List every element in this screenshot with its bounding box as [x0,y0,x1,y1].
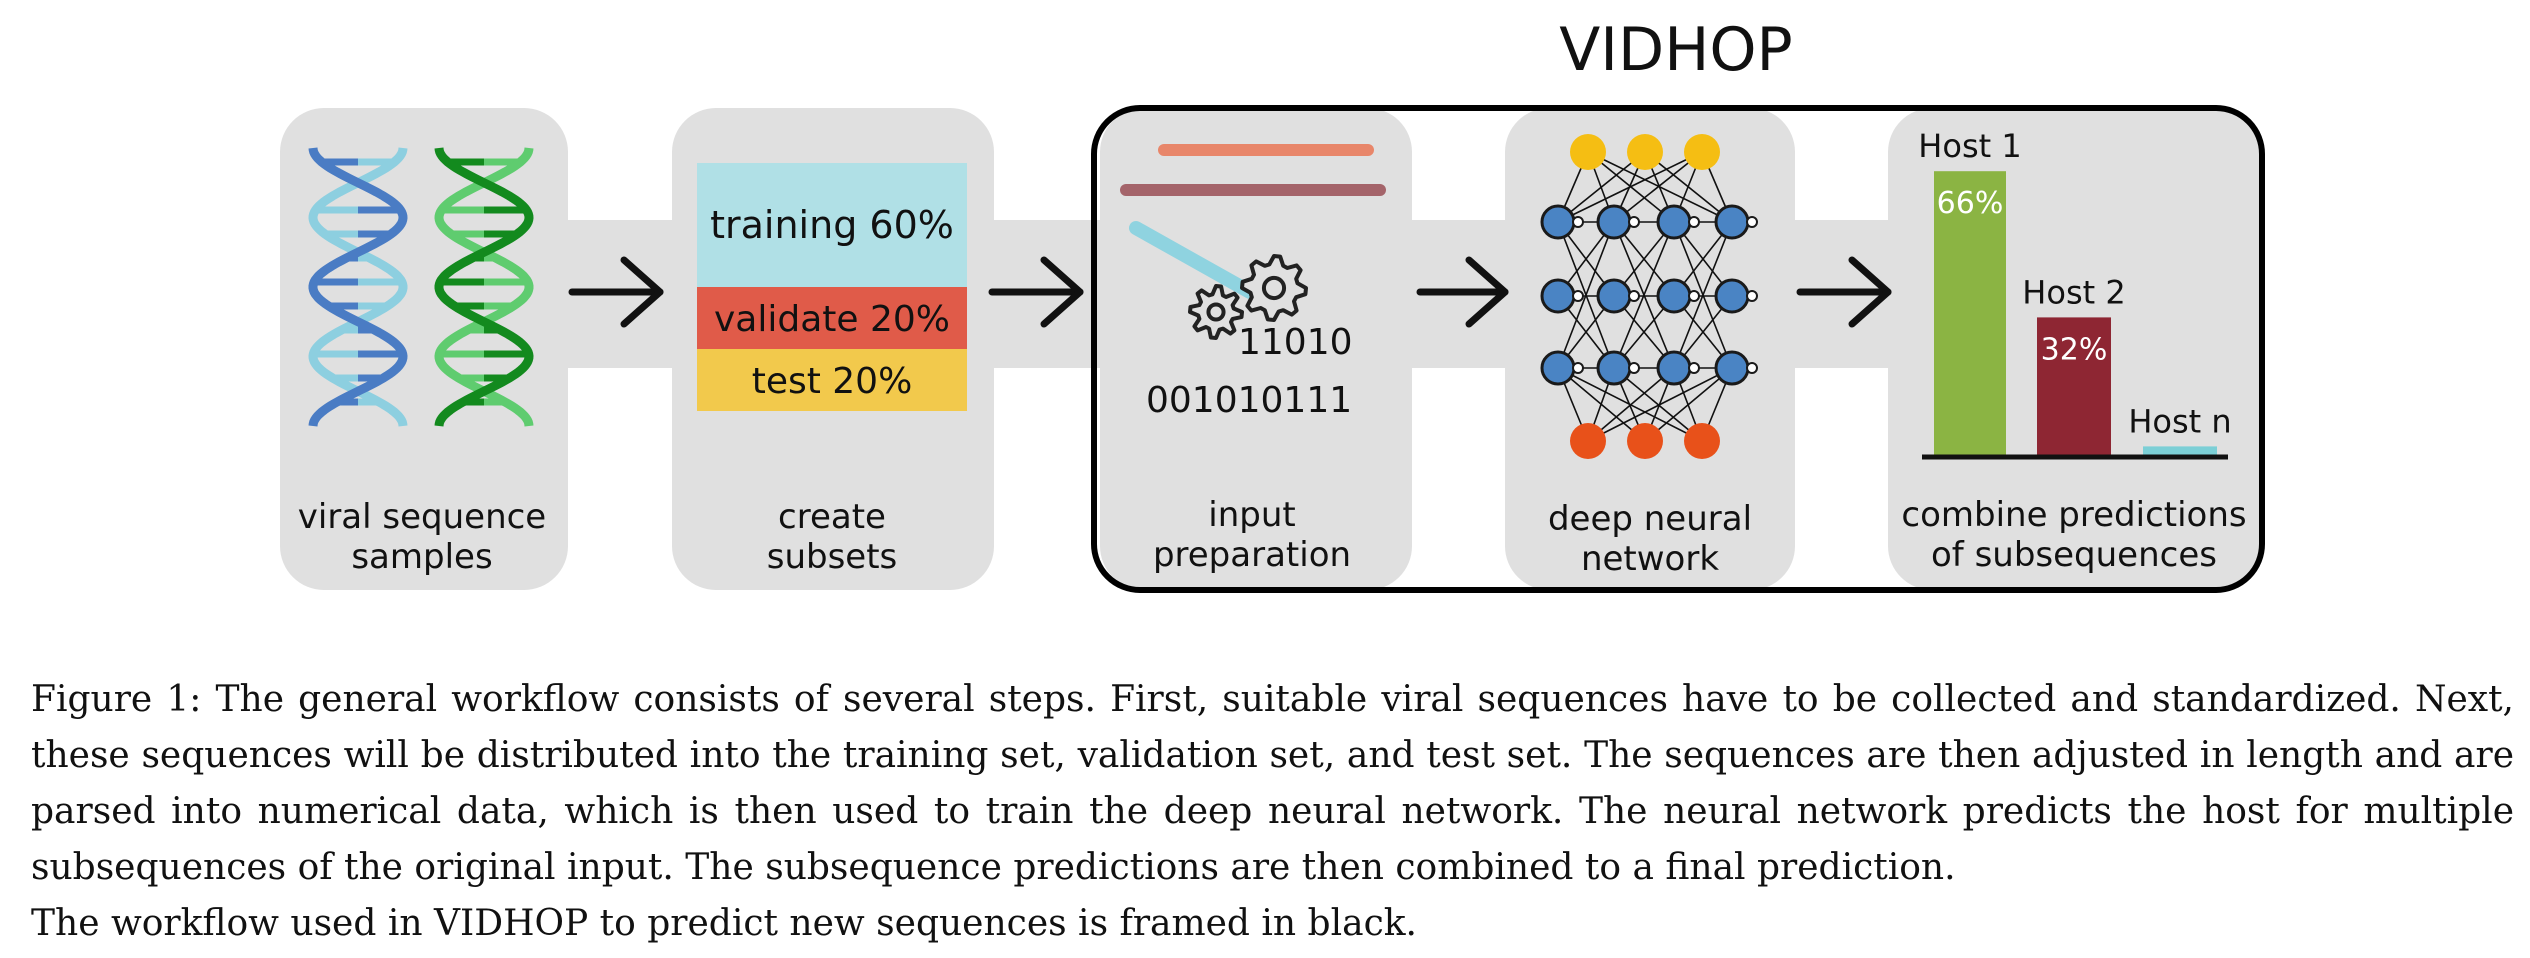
host-bar-3 [2143,446,2217,455]
hidden-neuron [1656,350,1692,386]
hidden-neuron [1656,278,1692,314]
split-label-2: test 20% [752,361,913,402]
label-create-subsets-2: subsets [767,537,898,577]
needle-icon [1129,221,1257,299]
connection [1613,367,1703,442]
connection [1673,221,1733,369]
caption-framed-note: The workflow used in VIDHOP to predict n… [31,903,1417,944]
helix-strand [434,147,534,427]
split-label-1: validate 20% [714,299,950,340]
neuron-bias [1688,216,1700,228]
host-value-1: 66% [1937,186,2004,221]
host-bar-2 [2037,317,2111,455]
host-bar-1 [1934,171,2006,455]
hidden-neuron [1596,350,1632,386]
hidden-neuron [1714,278,1750,314]
caption-paragraph: Figure 1: The general workflow consists … [31,679,2514,888]
neural-network-icon [1540,134,1758,459]
label-viral-samples-1: viral sequence [298,497,546,537]
host-value-2: 32% [2041,332,2108,367]
arrows [568,256,1892,328]
neuron-bias [1628,362,1640,374]
arrow-head [1848,256,1892,328]
gear-hole [1206,302,1226,322]
neuron-bias [1628,216,1640,228]
connection [1557,367,1646,442]
panel-input-preparation [1100,108,1412,590]
helix-strand [308,147,408,427]
label-create-subsets-1: create [778,497,886,537]
gear-hole [1261,275,1287,301]
label-input-preparation-1: input [1208,495,1295,535]
hidden-neuron [1596,204,1632,240]
host-prediction-bars: Host 1 66% Host 2 32% Host n [1918,127,2232,455]
input-neuron [1684,134,1720,170]
split-bar-1 [697,287,967,349]
hidden-neuron [1656,204,1692,240]
helix-strand [434,147,534,427]
arrow-head [1465,256,1509,328]
input-neuron [1627,134,1663,170]
arrow-head [620,256,664,328]
binary-line-2: 001010111 [1146,380,1352,421]
subset-split-bars: training 60% validate 20% test 20% [697,163,967,411]
split-bar-2 [697,349,967,411]
neuron-bias [1746,362,1758,374]
neuron-bias [1688,362,1700,374]
neuron-bias [1688,290,1700,302]
label-viral-samples-2: samples [351,537,492,577]
hidden-neuron [1540,278,1576,314]
label-input-preparation-2: preparation [1153,535,1351,575]
label-deep-network-2: network [1581,539,1719,579]
connection [1557,367,1703,442]
dna-helix-icon [308,147,534,427]
split-bar-0 [697,163,967,287]
hidden-neuron [1596,278,1632,314]
connection [1557,151,1646,223]
neuron-bias [1628,290,1640,302]
output-neuron [1684,423,1720,459]
connection [1613,221,1675,369]
workflow-figure: VIDHOP training 60%validate 20%test 20% … [280,15,2265,593]
hidden-neuron [1714,204,1750,240]
connection [1557,221,1615,369]
binary-line-1: 11010 [1238,322,1353,363]
label-combine-2: of subsequences [1931,535,2217,575]
input-neuron [1570,134,1606,170]
helix-strand [308,147,408,427]
neuron-bias [1572,362,1584,374]
neuron-bias [1572,290,1584,302]
hidden-neuron [1540,350,1576,386]
output-neuron [1627,423,1663,459]
host-name-2: Host 2 [2022,273,2125,311]
sequence-lines-icon [1120,144,1386,196]
neuron-bias [1572,216,1584,228]
panel-viral-samples [280,108,568,590]
connection [1557,151,1703,223]
gear-icon [1188,254,1308,340]
label-deep-network-1: deep neural [1548,499,1752,539]
split-label-0: training 60% [710,203,954,247]
arrow-head [1040,256,1084,328]
host-name-1: Host 1 [1918,127,2021,165]
hidden-neuron [1540,204,1576,240]
neuron-bias [1746,216,1758,228]
neuron-bias [1746,290,1758,302]
figure-caption: Figure 1: The general workflow consists … [31,672,2514,952]
output-neuron [1570,423,1606,459]
label-combine-1: combine predictions [1901,495,2246,535]
figure-title: VIDHOP [1559,15,1792,85]
vidhop-frame [1091,105,2265,593]
host-name-3: Host n [2128,402,2231,440]
hidden-neuron [1714,350,1750,386]
connection [1613,151,1703,223]
